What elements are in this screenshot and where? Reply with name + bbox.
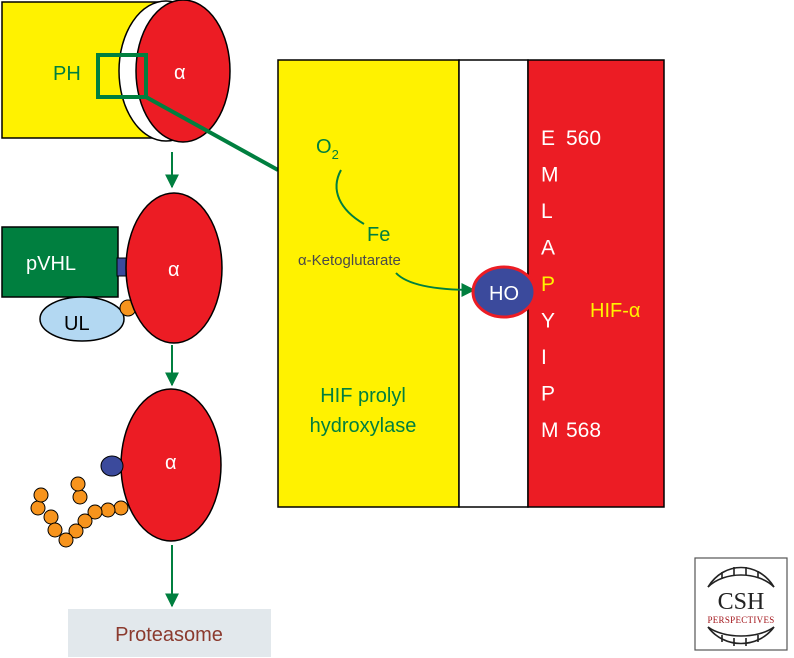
alpha-label-2: α: [168, 259, 180, 281]
sequence-residue: Y: [541, 310, 555, 333]
logo-sub-text: PERSPECTIVES: [707, 615, 774, 625]
sequence-residue: A: [541, 237, 555, 260]
proteasome-box: [68, 609, 271, 657]
csh-perspectives-logo: CSH PERSPECTIVES: [694, 557, 788, 651]
ph-hif-complex: PH α: [1, 0, 231, 143]
hif-alpha-region: [527, 59, 665, 508]
ul-ellipse: [39, 296, 125, 342]
sequence-residue: P: [541, 273, 555, 296]
proteasome: Proteasome: [68, 609, 271, 657]
zoom-box: [96, 53, 148, 99]
hydroxyl-blue-oval-small: [100, 455, 124, 477]
alpha-label-1: α: [174, 62, 186, 84]
ketoglutarate-arrow: [395, 272, 476, 297]
pvhl-box: [1, 226, 119, 298]
sequence-residue: L: [541, 200, 553, 223]
ho-oval: [471, 265, 537, 319]
sequence-position-number: 560: [566, 127, 601, 150]
dna-helix-icon: [707, 566, 775, 646]
hif-prolyl-label-line2: hydroxylase: [310, 415, 417, 437]
pvhl-complex: pVHL UL α: [1, 192, 223, 344]
sequence-residue: M: [541, 419, 559, 442]
sequence-position-number: 568: [566, 419, 601, 442]
sequence-residue: P: [541, 383, 555, 406]
zoom-connector-line: [145, 95, 279, 172]
ph-label: PH: [53, 63, 81, 85]
ho-label: HO: [489, 283, 519, 305]
pvhl-label: pVHL: [26, 253, 76, 275]
hif-prolyl-hydroxylase-region: [277, 59, 460, 508]
sequence-residue: M: [541, 164, 559, 187]
o2-label: O2: [316, 136, 339, 162]
hif-prolyl-label-line1: HIF prolyl: [320, 385, 406, 407]
proteasome-label: Proteasome: [115, 624, 223, 646]
ubiquitin-chain-icon: [30, 476, 129, 548]
sequence-residue: I: [541, 346, 547, 369]
fe-label: Fe: [367, 224, 390, 246]
ketoglutarate-label: α-Ketoglutarate: [298, 252, 401, 269]
logo-main-text: CSH: [718, 589, 765, 615]
ul-label: UL: [64, 313, 90, 335]
sequence-residue: E: [541, 127, 555, 150]
hif-alpha-label: HIF-α: [590, 300, 640, 322]
zoom-panel: O2 Fe α-Ketoglutarate HO HIF prolyl hydr…: [277, 59, 665, 508]
ubiquitinated-hif: α: [30, 388, 222, 548]
alpha-label-3: α: [165, 452, 177, 474]
hif-alpha-ellipse-2: [125, 192, 223, 344]
o2-fe-connector: [335, 169, 365, 225]
